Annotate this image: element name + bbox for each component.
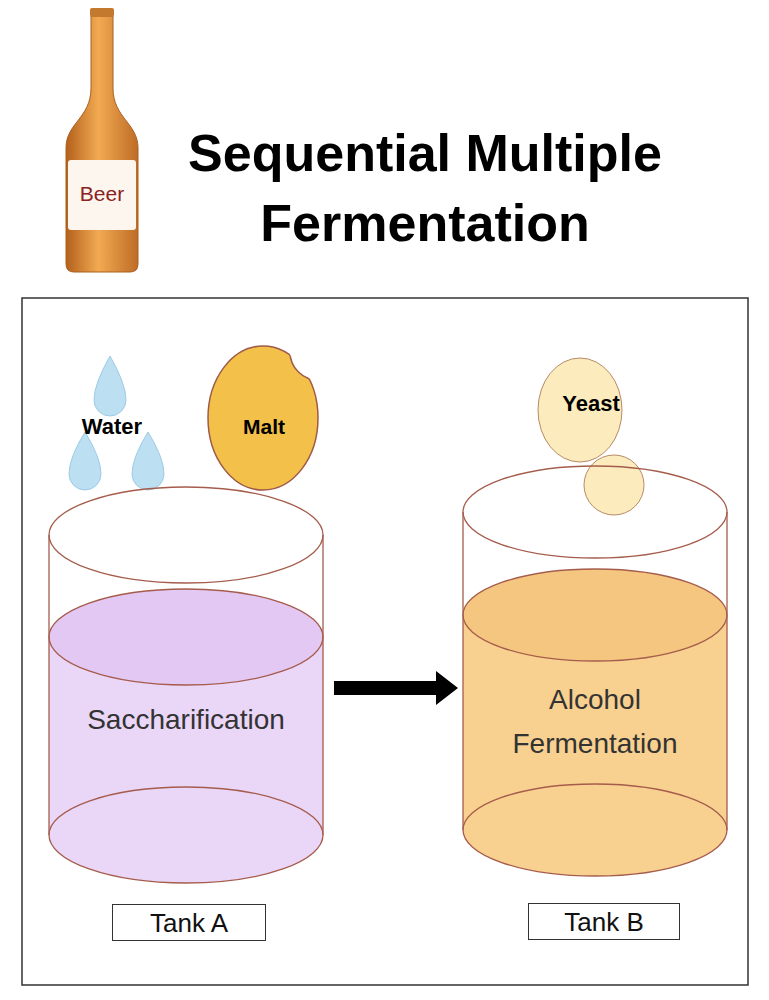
tank-rim xyxy=(49,487,323,583)
tank-cylinder: Saccharification xyxy=(48,485,324,885)
malt-bite xyxy=(290,324,346,380)
node-text: Malt xyxy=(206,415,322,439)
frame xyxy=(22,298,748,985)
tank-cylinder-shape xyxy=(48,485,324,885)
tank-wall xyxy=(322,535,323,835)
tank-cylinder-shape xyxy=(462,466,728,886)
tank-bottom xyxy=(49,787,323,883)
arrow-head xyxy=(436,671,458,705)
tank-rim xyxy=(463,466,727,558)
tank-label-box: Tank A xyxy=(112,904,266,941)
yeast-cell: Yeast xyxy=(536,356,646,518)
tank-bottom xyxy=(463,784,727,876)
beer-bottle-shape xyxy=(64,8,140,274)
tank-liquid xyxy=(49,589,323,883)
bottle-cap xyxy=(90,8,114,17)
node-text: Yeast xyxy=(547,391,635,417)
tank-wall xyxy=(726,512,727,830)
tank-liquid xyxy=(463,569,727,876)
node-text: Tank A xyxy=(113,908,265,939)
arrow-shaft xyxy=(334,681,436,695)
liquid-surface xyxy=(463,569,727,661)
tank-label-box: Tank B xyxy=(528,903,680,940)
node-text: Tank B xyxy=(529,907,679,938)
tank-wall xyxy=(48,535,49,835)
title: Sequential Multiple Fermentation xyxy=(160,118,690,258)
malt-grain: Malt xyxy=(206,344,322,494)
liquid-surface xyxy=(49,589,323,685)
tank-wall xyxy=(462,512,463,830)
node-text: Saccharification xyxy=(48,704,324,736)
node-text: Alcohol Fermentation xyxy=(480,678,710,766)
water-drop xyxy=(94,356,126,416)
node-text: Beer xyxy=(64,182,140,206)
yeast-cell-shape xyxy=(536,356,646,518)
water-drop xyxy=(69,432,101,490)
beer-bottle: Beer xyxy=(64,8,140,274)
yeast-bud xyxy=(584,455,644,515)
tank-cylinder: Alcohol Fermentation xyxy=(462,466,728,886)
bottle-body xyxy=(66,16,138,272)
water-drop xyxy=(132,432,164,490)
flow-arrow xyxy=(334,671,458,705)
label-text: Water xyxy=(62,414,162,440)
